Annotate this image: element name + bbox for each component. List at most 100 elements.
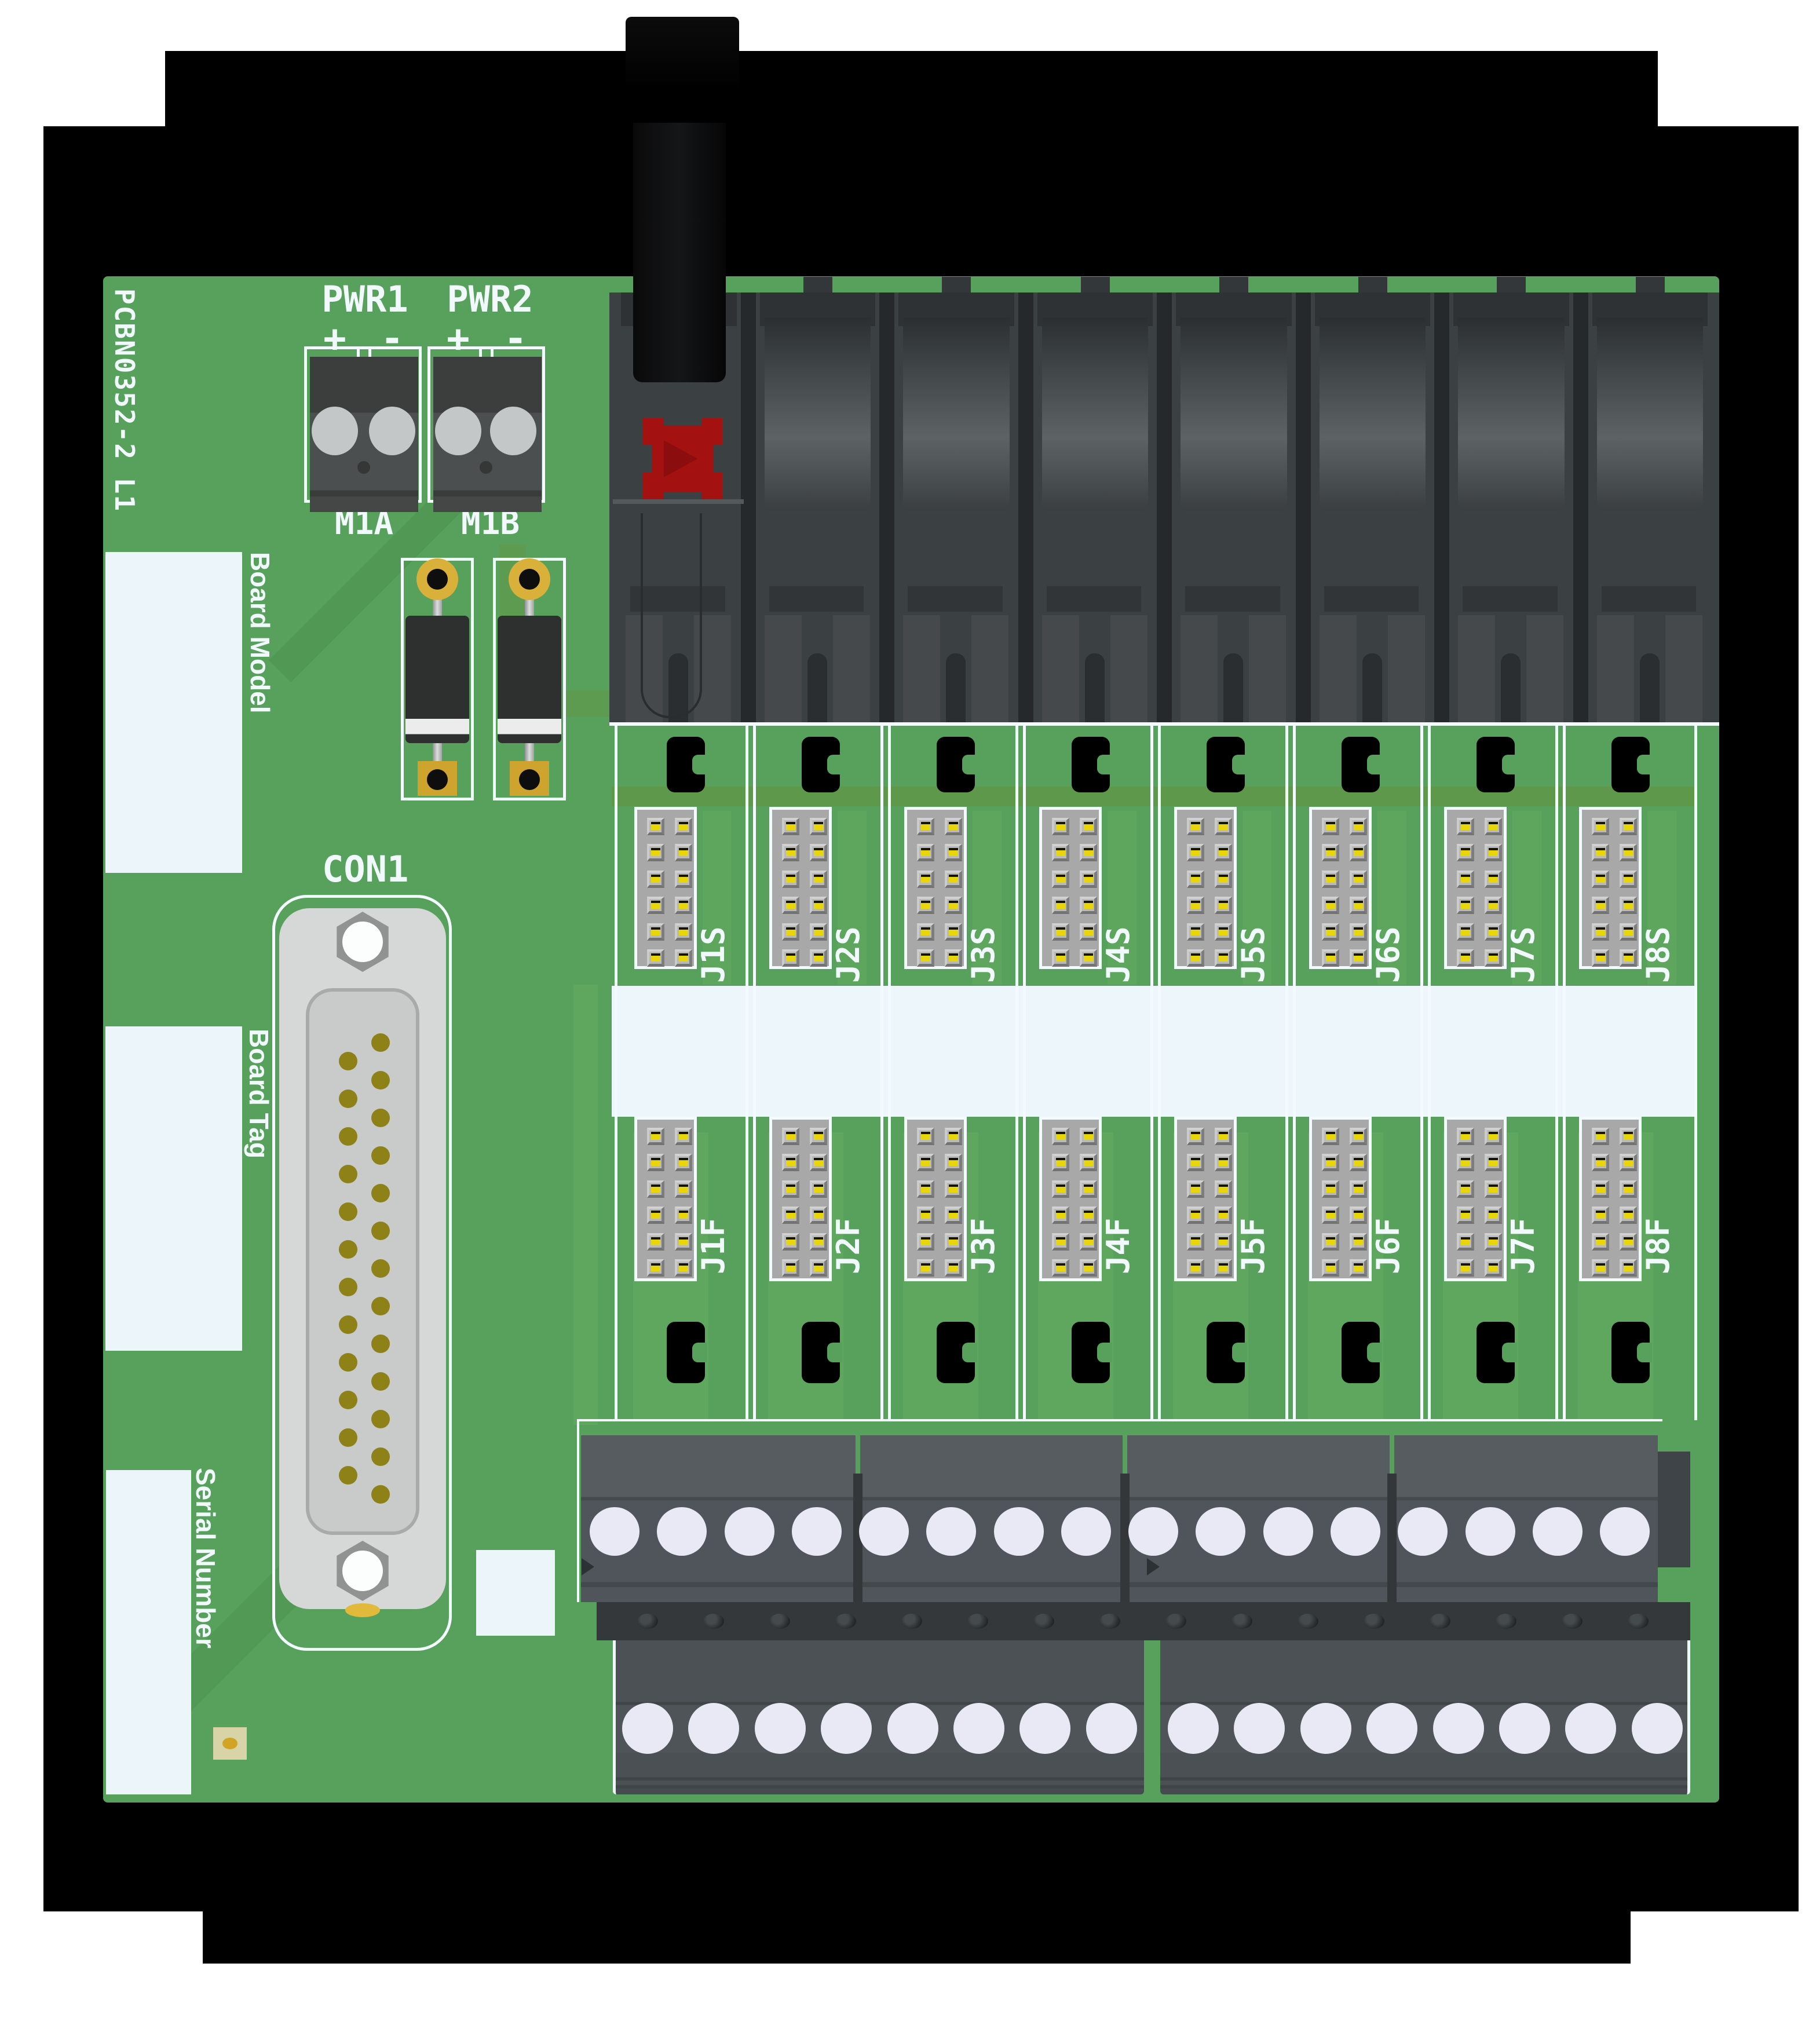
header-pin <box>945 1154 962 1172</box>
diode-body <box>405 616 469 743</box>
section-trace-band <box>1108 811 1136 985</box>
con1-pin <box>371 1410 390 1428</box>
din-clip-stem <box>633 120 726 382</box>
header-pin-contact <box>1624 874 1633 883</box>
header-pin-contact <box>786 1237 795 1245</box>
header-pin <box>675 818 692 835</box>
header-pin <box>1187 1207 1204 1224</box>
header-pin <box>1350 1128 1367 1145</box>
header-pin <box>945 1233 962 1251</box>
header-pin <box>647 844 664 862</box>
header-pin-contact <box>651 1263 660 1271</box>
header-pin <box>1080 1259 1097 1277</box>
header-pin-contact <box>1056 953 1065 962</box>
header-pin <box>1620 1259 1637 1277</box>
terminal-screw <box>1430 1614 1450 1629</box>
header-pin-contact <box>1084 1211 1093 1219</box>
header-pin <box>810 844 827 862</box>
header-pin-contact <box>1191 953 1200 962</box>
relay-lower-panel-left <box>764 615 802 724</box>
header-pin-contact <box>1461 953 1470 962</box>
serial-number-panel <box>106 1470 191 1794</box>
con1-pin <box>371 1297 390 1315</box>
section-trace-band <box>1512 811 1541 985</box>
terminal-hole-lower <box>1019 1703 1071 1754</box>
keying-cutout-s <box>937 737 977 792</box>
header-pin-contact <box>921 874 930 883</box>
header-pin-contact <box>1596 822 1605 830</box>
con1-pin <box>371 1071 390 1090</box>
terminal-screw <box>769 1614 790 1629</box>
header-pin <box>675 923 692 941</box>
header-pin-contact <box>651 874 660 883</box>
section-divider <box>1555 726 1566 1420</box>
keying-cutout-s <box>802 737 842 792</box>
header-pin-contact <box>651 1237 660 1245</box>
header-pin-contact <box>1326 953 1335 962</box>
pwr2-plus-mark: + <box>447 316 470 361</box>
header-pin <box>1485 1207 1502 1224</box>
header-pin-contact <box>1624 1237 1633 1245</box>
header-pin-contact <box>786 901 795 909</box>
header-pin <box>1187 844 1204 862</box>
relay-mid-strip <box>769 586 864 612</box>
header-pin <box>917 897 934 915</box>
pwr-wire-hole <box>312 407 358 455</box>
header-pin <box>1457 844 1474 862</box>
relay-separator <box>740 293 756 726</box>
con1-pin <box>339 1090 357 1108</box>
header-pin-contact <box>921 953 930 962</box>
header-pin <box>1187 949 1204 967</box>
socket-label-f: J5F <box>1235 1218 1271 1274</box>
header-pin <box>782 818 799 835</box>
terminal-upper-gap-column <box>1387 1474 1397 1602</box>
header-pin <box>1350 897 1367 915</box>
keying-cutout-notch <box>827 755 842 774</box>
header-pin-contact <box>679 822 688 830</box>
header-pin-contact <box>1354 1263 1363 1271</box>
header-pin <box>1215 1180 1232 1198</box>
header-pin-contact <box>1219 874 1228 883</box>
header-pin-contact <box>1489 1184 1498 1193</box>
pwr-screw-dot <box>479 461 492 474</box>
header-pin-contact <box>921 1211 930 1219</box>
header-pin <box>810 1128 827 1145</box>
header-pin <box>647 897 664 915</box>
header-pin-contact <box>679 953 688 962</box>
header-pin-contact <box>1056 874 1065 883</box>
header-pin <box>1350 818 1367 835</box>
terminal-hole-upper <box>1600 1507 1650 1556</box>
header-pin <box>1350 923 1367 941</box>
header-pin-contact <box>651 848 660 857</box>
socket-label-f: J2F <box>830 1218 867 1274</box>
header-pin-contact <box>1084 927 1093 935</box>
terminal-silk-left <box>577 1419 579 1602</box>
header-pin <box>917 1259 934 1277</box>
header-pin-contact <box>1489 848 1498 857</box>
header-pin <box>1620 870 1637 888</box>
header-pin-contact <box>814 953 823 962</box>
relay-lower-slot <box>1223 653 1243 726</box>
header-pin <box>1592 1128 1609 1145</box>
header-pin <box>1592 897 1609 915</box>
con1-silk-outline <box>272 895 452 1651</box>
header-pin <box>1457 1207 1474 1224</box>
header-pin <box>647 1128 664 1145</box>
relay-separator <box>879 293 894 726</box>
terminal-screw <box>703 1614 724 1629</box>
header-pin-contact <box>1084 1158 1093 1167</box>
pin-header-f <box>1312 1120 1369 1278</box>
header-pin <box>917 1233 934 1251</box>
con1-pin <box>371 1485 390 1504</box>
relay-separator <box>1157 293 1172 726</box>
socket-label-s: J8S <box>1640 926 1676 983</box>
relay-lower-slot <box>1639 653 1660 726</box>
header-pin-contact <box>1326 1158 1335 1167</box>
header-pin-contact <box>679 1158 688 1167</box>
keying-cutout-notch <box>962 755 977 774</box>
header-pin-contact <box>1624 1263 1633 1271</box>
keying-cutout-f <box>1072 1322 1112 1383</box>
keying-cutout-notch <box>1367 755 1382 774</box>
header-pin <box>1080 1207 1097 1224</box>
header-pin-contact <box>1624 848 1633 857</box>
